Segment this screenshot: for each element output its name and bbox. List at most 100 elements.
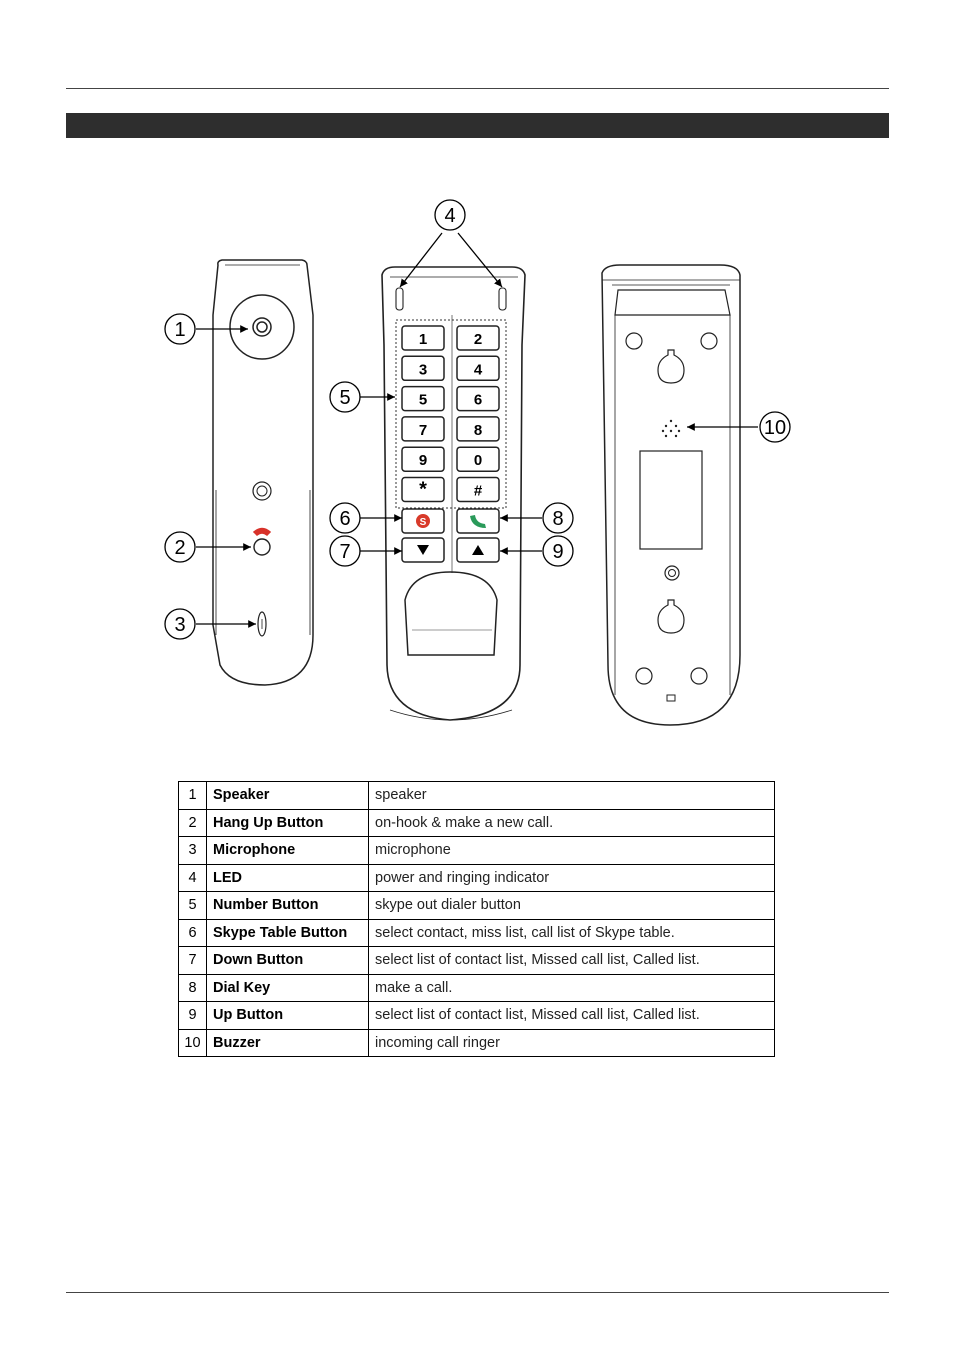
keypad-key: [456, 325, 500, 351]
callout-number: 3: [174, 614, 185, 636]
callout-circle: [434, 199, 466, 231]
header-rule: [66, 88, 889, 89]
component-name: Buzzer: [206, 1028, 369, 1057]
row-number: 8: [178, 973, 207, 1002]
hang-up-icon: [252, 527, 272, 537]
row-number: 5: [178, 891, 207, 920]
component-description: select list of contact list, Missed call…: [368, 946, 775, 975]
hang-up-button-icon: [253, 538, 271, 556]
keypad-key-label: #: [474, 483, 483, 500]
callout-circle: [164, 313, 196, 345]
callout-number: 5: [339, 387, 350, 409]
footer-rule: [66, 1292, 889, 1293]
keypad-key-label: *: [419, 479, 427, 501]
keypad-key-label: 7: [419, 422, 427, 439]
dial-phone-icon: [470, 515, 486, 528]
component-name: Microphone: [206, 836, 369, 865]
callout-circle: [329, 502, 361, 534]
callout-number: 2: [174, 537, 185, 559]
callout-number: 1: [174, 319, 185, 341]
row-number: 10: [178, 1028, 207, 1057]
component-description: on-hook & make a new call.: [368, 808, 775, 837]
row-number: 9: [178, 1001, 207, 1030]
row-number: 2: [178, 808, 207, 837]
keypad-key: [401, 355, 445, 382]
keypad-key: [456, 355, 500, 382]
led-left: [395, 287, 404, 311]
callout-circle: [329, 381, 361, 413]
keypad-key-label: 5: [419, 392, 427, 409]
phone-back-view: [601, 264, 741, 726]
component-name: Skype Table Button: [206, 918, 369, 947]
component-name: Hang Up Button: [206, 808, 369, 837]
callout-circle: [329, 535, 361, 567]
keypad-key: [456, 446, 500, 472]
callout-number: 4: [444, 205, 455, 227]
component-name: Speaker: [206, 781, 369, 810]
keypad-key: [456, 476, 500, 503]
keypad-key: [401, 325, 445, 351]
keypad-key: [401, 476, 445, 503]
skype-icon: [416, 514, 430, 528]
component-name: Up Button: [206, 1001, 369, 1030]
callout-circle: [759, 411, 791, 443]
keypad-key: [401, 385, 445, 412]
row-number: 1: [178, 781, 207, 810]
component-description: incoming call ringer: [368, 1028, 775, 1057]
keypad-key-label: 1: [419, 331, 427, 348]
callout-number: 7: [339, 541, 350, 563]
component-name: Number Button: [206, 891, 369, 920]
buzzer-icon: [661, 419, 681, 438]
phone-side-view: [212, 259, 314, 686]
keypad-key-label: 3: [419, 361, 427, 378]
callout-number: 9: [552, 541, 563, 563]
callout-leaders: [196, 232, 758, 628]
component-description: power and ringing indicator: [368, 863, 775, 892]
keypad-key-label: 2: [474, 331, 482, 348]
component-name: Dial Key: [206, 973, 369, 1002]
microphone-icon: [257, 611, 267, 637]
led-right: [498, 287, 507, 311]
component-description: select list of contact list, Missed call…: [368, 1001, 775, 1030]
keypad-key-label: 6: [474, 392, 482, 409]
callout-number: 6: [339, 508, 350, 530]
arrow-down-icon: [417, 545, 429, 555]
callout-number: 8: [552, 508, 563, 530]
row-number: 7: [178, 946, 207, 975]
callout-circle: [542, 535, 574, 567]
dial-key: [456, 508, 500, 534]
component-description: select contact, miss list, call list of …: [368, 918, 775, 947]
section-title-bar: [66, 113, 889, 138]
component-name: LED: [206, 863, 369, 892]
number-button-group: [395, 319, 507, 509]
keypad-key-label: 0: [474, 452, 482, 469]
row-number: 4: [178, 863, 207, 892]
arrow-up-icon: [472, 545, 484, 555]
component-description: skype out dialer button: [368, 891, 775, 920]
speaker-icon: [229, 294, 295, 360]
callout-circle: [542, 502, 574, 534]
row-number: 6: [178, 918, 207, 947]
svg-text:S: S: [420, 517, 427, 528]
keypad-key-label: 9: [419, 452, 427, 469]
keypad-key: [456, 385, 500, 412]
component-description: make a call.: [368, 973, 775, 1002]
keypad-key: [401, 416, 445, 442]
row-number: 3: [178, 836, 207, 865]
component-description: microphone: [368, 836, 775, 865]
callout-circle: [164, 608, 196, 640]
callout-number: 10: [764, 417, 786, 439]
phone-diagram: 1 2 3 4 5 6 7 8 9 0 * # S: [164, 199, 791, 726]
